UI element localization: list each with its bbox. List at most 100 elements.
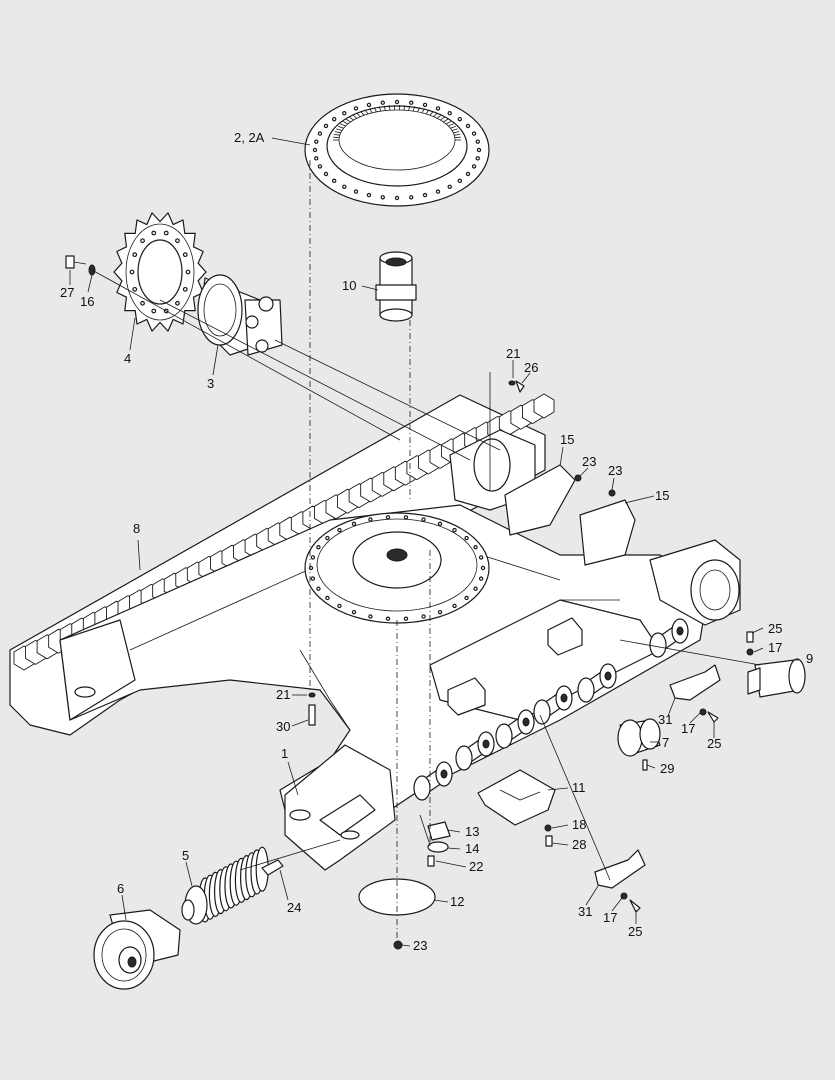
bolt-hole bbox=[385, 616, 391, 621]
bolt-hole bbox=[465, 123, 471, 129]
gear-tooth bbox=[454, 133, 461, 136]
bolt-hole bbox=[151, 230, 157, 236]
gear-tooth bbox=[450, 125, 457, 129]
recoil-spring-part-5 bbox=[181, 846, 284, 925]
gear-tooth bbox=[342, 120, 349, 125]
callout-25-mid: 25 bbox=[707, 736, 721, 751]
callout-29: 29 bbox=[660, 761, 674, 776]
guard-part-11 bbox=[477, 769, 556, 826]
bolt-hole bbox=[437, 521, 443, 527]
bolt-hole bbox=[314, 139, 319, 144]
bolt-hole bbox=[368, 614, 373, 619]
bolt-hole bbox=[421, 517, 426, 522]
bolt-hole bbox=[422, 192, 428, 198]
gear-tooth bbox=[334, 131, 341, 134]
gasket-part-13-14 bbox=[427, 821, 451, 853]
bolt-hole bbox=[140, 300, 145, 306]
bolt-hole bbox=[314, 156, 319, 161]
gear-tooth bbox=[378, 106, 382, 112]
bolt-hole bbox=[140, 238, 145, 244]
track-roller bbox=[455, 731, 495, 771]
bolt-hole bbox=[351, 521, 357, 527]
bolt-hole bbox=[366, 192, 372, 198]
gear-tooth bbox=[448, 123, 454, 127]
callout-23-right: 23 bbox=[608, 463, 622, 478]
bolt-hole bbox=[380, 195, 385, 200]
callout-31-lower: 31 bbox=[578, 904, 592, 919]
callout-30: 30 bbox=[276, 719, 290, 734]
bolt-hole bbox=[457, 116, 463, 122]
gear-tooth bbox=[403, 105, 406, 111]
callout-2: 2, 2A bbox=[234, 130, 265, 145]
bolt-hole bbox=[447, 111, 452, 116]
callout-4: 4 bbox=[124, 351, 131, 366]
gear-tooth bbox=[337, 125, 344, 129]
assembly-lines bbox=[91, 160, 761, 940]
track-rollers-part-7 bbox=[413, 618, 689, 801]
bolt-hole bbox=[464, 535, 469, 541]
bolt-hole bbox=[452, 603, 457, 609]
callout-11: 11 bbox=[572, 780, 586, 795]
callout-16: 16 bbox=[80, 294, 94, 309]
bolt-hole bbox=[351, 609, 357, 615]
callout-26: 26 bbox=[524, 360, 538, 375]
callout-12: 12 bbox=[450, 894, 464, 909]
track-roller bbox=[413, 761, 453, 801]
bolt-hole bbox=[435, 189, 441, 194]
single-roller-part-7 bbox=[617, 718, 661, 757]
bolt-hole bbox=[478, 576, 484, 581]
bolt-hole bbox=[471, 131, 477, 136]
callout-25-top: 25 bbox=[768, 621, 782, 636]
callout-22: 22 bbox=[469, 859, 483, 874]
callout-6: 6 bbox=[117, 881, 124, 896]
swing-mount-ring bbox=[304, 512, 490, 624]
gear-tooth bbox=[445, 120, 452, 125]
bracket-part-31-lower bbox=[594, 849, 646, 889]
bolt-hole bbox=[175, 300, 180, 306]
callout-18: 18 bbox=[572, 817, 586, 832]
gear-tooth bbox=[383, 105, 386, 111]
bolt-hole bbox=[132, 286, 138, 292]
bolt-hole bbox=[366, 102, 372, 108]
bolt-hole bbox=[478, 555, 484, 560]
callout-17-bottom: 17 bbox=[603, 910, 617, 925]
travel-motor-part-3 bbox=[197, 274, 283, 356]
bolt-hole bbox=[337, 603, 342, 609]
bolt-hole bbox=[475, 139, 480, 144]
callout-21-top: 21 bbox=[506, 346, 520, 361]
callout-28: 28 bbox=[572, 837, 586, 852]
gear-tooth bbox=[417, 107, 421, 113]
bolt-hole bbox=[316, 586, 321, 591]
gear-tooth bbox=[336, 128, 343, 131]
callout-13: 13 bbox=[465, 824, 479, 839]
bolt-hole bbox=[475, 156, 480, 161]
bolt-hole bbox=[331, 178, 337, 184]
bolt-hole bbox=[465, 171, 471, 177]
bolt-hole bbox=[182, 286, 188, 292]
track-roller bbox=[577, 663, 617, 703]
bolt-hole bbox=[403, 515, 409, 520]
bolt-hole bbox=[353, 106, 359, 111]
bolt-hole bbox=[437, 609, 443, 615]
bolt-hole bbox=[129, 269, 135, 275]
callout-23-left: 23 bbox=[582, 454, 596, 469]
bolt-hole bbox=[394, 195, 400, 201]
bolt-hole bbox=[353, 189, 359, 194]
callout-labels: 2, 2A 10 27 16 4 3 21 26 15 23 23 15 8 2… bbox=[60, 130, 813, 953]
gear-tooth bbox=[412, 106, 416, 112]
gear-tooth bbox=[440, 116, 446, 121]
front-idler-part-6 bbox=[93, 909, 181, 990]
callout-25-bottom: 25 bbox=[628, 924, 642, 939]
gear-tooth bbox=[408, 105, 411, 111]
bolt-hole bbox=[331, 116, 337, 122]
gear-tooth bbox=[443, 118, 449, 123]
callout-31-upper: 31 bbox=[658, 712, 672, 727]
gear-tooth bbox=[340, 123, 346, 127]
center-joint-part-10 bbox=[375, 251, 417, 322]
gear-tooth bbox=[388, 105, 391, 111]
bolt-hole bbox=[132, 252, 138, 258]
bolt-hole bbox=[480, 565, 486, 571]
callout-7: 7 bbox=[662, 735, 669, 750]
track-roller bbox=[533, 685, 573, 725]
